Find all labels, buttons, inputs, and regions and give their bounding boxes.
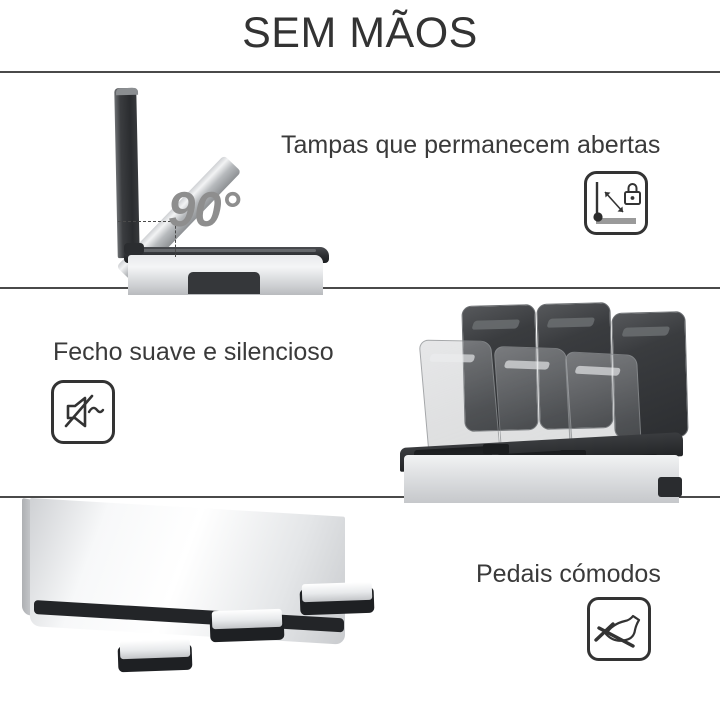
bin-lid-gloss [546,317,596,328]
bin-hinge [124,243,144,255]
bin-lid-gloss [574,365,622,376]
angle-guide-horizontal [118,221,176,222]
bin-lid-dark-edge [115,87,139,96]
bin-pedal-housing [658,477,682,497]
mute-speaker-icon [50,379,116,450]
divider-rule-3 [0,496,720,498]
caption-lids-stay-open: Tampas que permanecem abertas [281,131,661,159]
angle-guide-vertical [175,221,176,257]
bin-body-steel [404,455,679,503]
bin-lid-gloss [428,353,476,363]
page-title-band: SEM MÃOS [0,0,720,72]
divider-rule-1 [0,71,720,73]
pedal-plate-3[interactable] [301,581,373,603]
lid-lock-angle-icon-svg [584,171,648,235]
lid-lock-angle-icon [583,170,649,241]
page-title: SEM MÃOS [242,8,478,57]
foot-pedal-icon [586,596,652,667]
caption-comfortable-pedals: Pedais cómodos [476,560,661,588]
bin-lid-gloss [621,326,671,337]
pedal-plate-2[interactable] [211,608,283,630]
bin-lid-gloss [503,360,551,370]
bin-handle [188,272,260,294]
caption-soft-quiet-close: Fecho suave e silencioso [53,338,334,366]
bin-rim-highlight [134,249,316,252]
pedal-plate-1[interactable] [119,638,191,660]
divider-rule-2 [0,287,720,289]
angle-annotation-90-degrees: 90° [168,183,240,237]
bin-lid-dark [114,87,140,259]
foot-pedal-icon-svg [587,597,651,661]
mute-speaker-icon-svg [51,380,115,444]
lid-hinge-1 [483,444,509,454]
bin-lid-gloss [471,319,521,330]
